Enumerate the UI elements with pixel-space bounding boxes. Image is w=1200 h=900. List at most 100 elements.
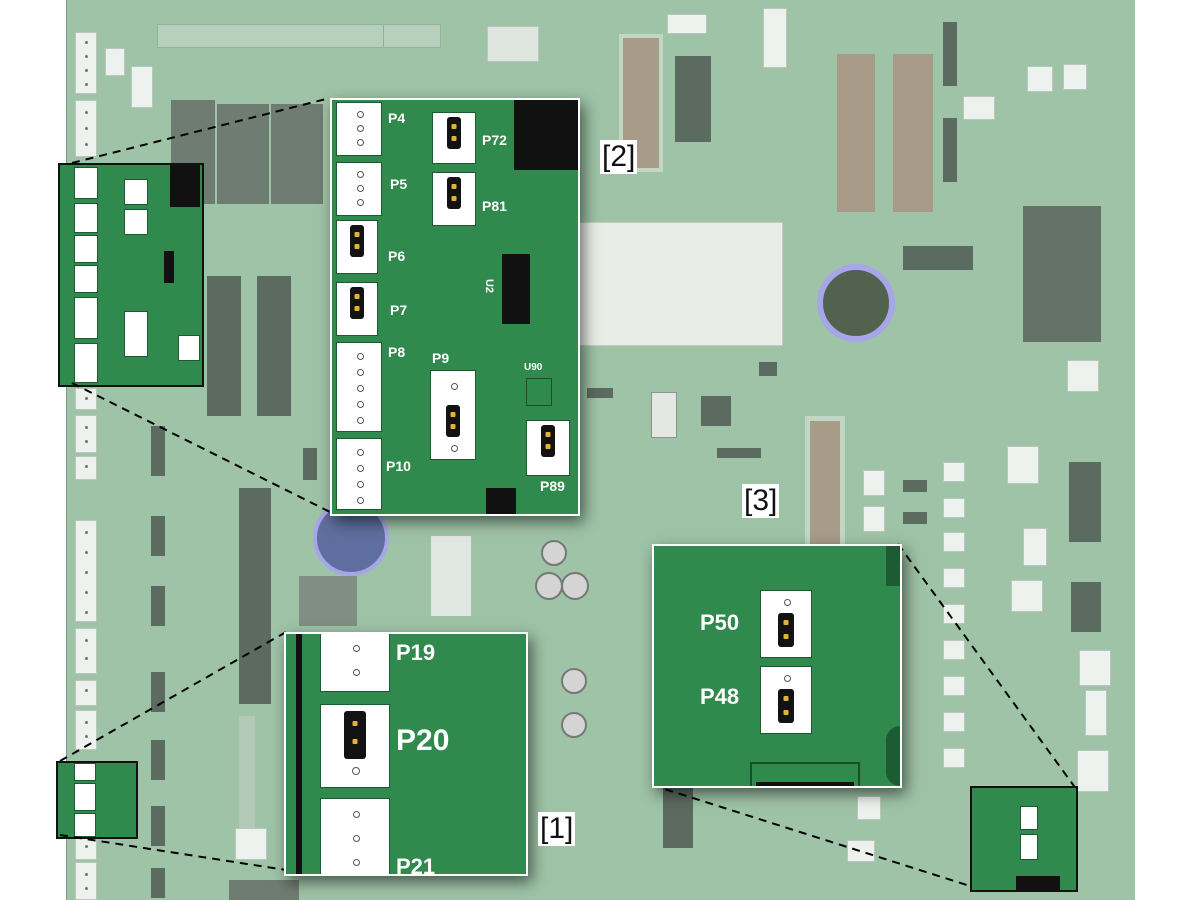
fuse <box>893 54 933 212</box>
footprint-u90 <box>526 378 552 406</box>
jumper-p72 <box>432 112 476 164</box>
edge-connector <box>75 628 97 674</box>
zoom-panel-2: P4 P5 P6 P7 P8 P10 P72 P81 U2 P9 U90 P89 <box>330 98 580 516</box>
mini-connector <box>74 343 98 383</box>
component <box>1063 64 1087 90</box>
component <box>1007 446 1039 484</box>
resistor-pack <box>151 516 165 556</box>
component <box>239 716 255 846</box>
component <box>1023 528 1047 566</box>
component <box>943 118 957 182</box>
component <box>903 480 927 492</box>
relay <box>217 104 269 204</box>
source-region-2 <box>58 163 204 387</box>
component <box>1077 750 1109 792</box>
source-region-1 <box>56 761 138 839</box>
connector-p8 <box>336 342 382 432</box>
edge-connector <box>75 456 97 480</box>
connector-p21 <box>320 798 390 874</box>
component <box>229 880 299 900</box>
ic-u2 <box>502 254 530 324</box>
leader-line <box>71 382 331 513</box>
connector-p4 <box>336 102 382 156</box>
edge-connector <box>75 32 97 94</box>
terminal-block <box>383 24 441 48</box>
header-bottom <box>750 762 860 786</box>
label-p6: P6 <box>388 248 406 264</box>
component <box>943 604 965 624</box>
capacitor-small <box>561 712 587 738</box>
small-connector <box>763 8 787 68</box>
label-p7: P7 <box>390 302 408 318</box>
connector-p5 <box>336 162 382 216</box>
mini-connector <box>74 763 96 781</box>
mini-ic <box>170 165 200 207</box>
label-p81: P81 <box>482 198 507 214</box>
component <box>1085 690 1107 736</box>
mini-jumper <box>1020 806 1038 830</box>
label-p19: P19 <box>396 640 436 665</box>
mini-connector <box>74 297 98 339</box>
leader-line <box>59 834 287 871</box>
component <box>943 568 965 588</box>
component <box>847 840 875 862</box>
label-u2: U2 <box>483 278 496 294</box>
resistor-pack <box>151 586 165 626</box>
zoom-panel-3: P50 P48 <box>652 544 902 788</box>
edge-connector <box>75 388 97 410</box>
mini-connector <box>74 813 96 837</box>
idc-header <box>239 488 271 704</box>
component <box>943 676 965 696</box>
small-connector <box>131 66 153 108</box>
leader-line <box>71 97 331 164</box>
capacitor-small <box>541 540 567 566</box>
capacitor <box>817 264 895 342</box>
label-p21: P21 <box>396 854 436 876</box>
mini-jumper <box>1020 834 1038 860</box>
small-connector <box>667 14 707 34</box>
mini-ic <box>1016 876 1060 890</box>
callout-3: [3] <box>742 484 780 518</box>
mini-connector <box>74 203 98 233</box>
component <box>1027 66 1053 92</box>
label-p8: P8 <box>388 344 406 360</box>
label-p89: P89 <box>540 478 565 494</box>
mini-connector <box>74 235 98 263</box>
idc-header <box>257 276 291 416</box>
edge-connector <box>75 710 97 750</box>
leader-line <box>897 543 1075 787</box>
edge-connector <box>75 415 97 453</box>
relay <box>271 104 323 204</box>
label-p10: P10 <box>386 458 411 474</box>
resistor-pack <box>151 868 165 898</box>
regulator <box>903 246 973 270</box>
component <box>857 796 881 820</box>
leader-line <box>651 784 971 887</box>
mini-connector <box>74 167 98 199</box>
component <box>963 96 995 120</box>
transformer <box>675 56 711 142</box>
corner-mark <box>886 726 900 786</box>
component <box>943 748 965 768</box>
component <box>863 470 885 496</box>
jumper-p6 <box>336 220 378 274</box>
fuse <box>837 54 875 212</box>
callout-1: [1] <box>538 812 576 846</box>
component <box>943 22 957 86</box>
jumper-p50 <box>760 590 812 658</box>
board-edge <box>296 634 302 874</box>
header <box>651 392 677 438</box>
label-u90: U90 <box>524 362 543 373</box>
component <box>235 828 267 860</box>
heat-sink <box>1023 206 1101 342</box>
header <box>663 786 693 848</box>
resistor-pack <box>151 740 165 780</box>
callout-2: [2] <box>600 140 638 174</box>
label-p9: P9 <box>432 350 450 366</box>
component <box>943 462 965 482</box>
edge-connector <box>75 680 97 706</box>
mini-ic <box>164 251 174 283</box>
label-p48: P48 <box>700 684 740 709</box>
power-connector <box>487 26 539 62</box>
